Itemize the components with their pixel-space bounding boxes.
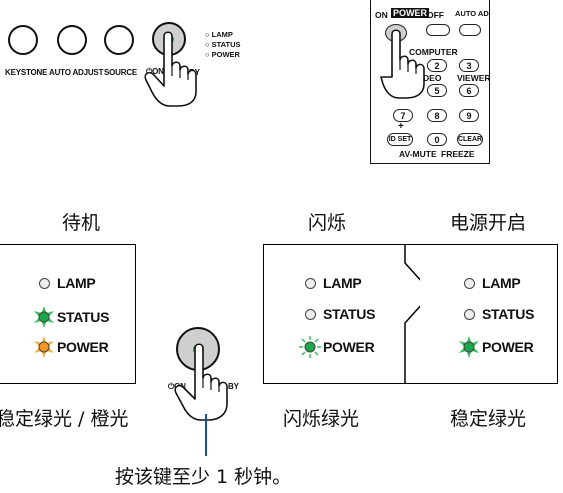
- status-label: STATUS: [323, 306, 376, 322]
- remote-key-8[interactable]: 8: [427, 109, 447, 122]
- remote-key-9[interactable]: 9: [459, 109, 479, 122]
- source-label: SOURCE: [104, 68, 138, 77]
- remote-plus-label: +: [398, 121, 404, 132]
- blinking-lamp-row: LAMP: [305, 275, 362, 291]
- leader-line: [205, 414, 207, 456]
- remote-power-label: POWER: [391, 8, 430, 18]
- standby-status-row: STATUS: [34, 306, 110, 328]
- remote-viewer-label: VIEWER: [457, 73, 490, 83]
- keystone-label: KEYSTONE: [5, 68, 48, 77]
- power-label: POWER: [57, 339, 109, 355]
- remote-id-set-button[interactable]: ID SET: [387, 133, 413, 146]
- green-glow-icon: [459, 336, 479, 358]
- status-dot: [305, 308, 316, 320]
- auto-adjust-button[interactable]: [57, 25, 87, 55]
- indicator-dot: ○: [205, 40, 210, 49]
- blinking-indicator-panel: LAMP STATUS POWER: [263, 244, 422, 384]
- source-button[interactable]: [104, 25, 134, 55]
- poweron-status-row: STATUS: [464, 306, 534, 322]
- remote-key-2[interactable]: 2: [427, 59, 447, 72]
- state-title-standby: 待机: [62, 212, 101, 234]
- status-label: STATUS: [57, 309, 110, 325]
- status-dot: [464, 308, 475, 320]
- blinking-green-icon: [299, 336, 321, 358]
- remote-key-0[interactable]: 0: [427, 133, 447, 146]
- remote-key-6[interactable]: 6: [459, 84, 479, 97]
- blinking-power-row: POWER: [299, 336, 375, 358]
- power-label: POWER: [482, 339, 534, 355]
- remote-off-button[interactable]: [426, 24, 450, 36]
- remote-key-7[interactable]: 7: [393, 109, 413, 122]
- keystone-button[interactable]: [8, 25, 38, 55]
- indicator-list: ○ LAMP ○ STATUS ○ POWER: [205, 30, 241, 60]
- state-title-blinking: 闪烁: [308, 212, 347, 234]
- indicator-dot: ○: [205, 50, 210, 59]
- state-title-power-on: 电源开启: [450, 212, 527, 234]
- center-standby-label: BY: [228, 382, 239, 391]
- indicator-lamp: ○ LAMP: [205, 30, 241, 40]
- standby-indicator-panel: LAMP STATUS POWER: [0, 244, 136, 384]
- poweron-lamp-row: LAMP: [464, 275, 521, 291]
- projector-control-panel: KEYSTONE AUTO ADJUST SOURCE ⏻ON BY ○ LAM…: [0, 0, 270, 107]
- orange-glow-icon: [34, 336, 54, 358]
- hand-pointer-icon: [144, 31, 197, 107]
- remote-on-label: ON: [375, 10, 388, 20]
- power-symbol-icon: ⏻: [146, 67, 153, 76]
- green-glow-icon: [34, 306, 54, 328]
- remote-computer-label: COMPUTER: [409, 47, 458, 57]
- auto-adjust-label: AUTO ADJUST: [49, 68, 104, 77]
- remote-av-mute-label: AV-MUTE: [399, 149, 437, 159]
- standby-lamp-row: LAMP: [39, 275, 96, 291]
- indicator-status: ○ STATUS: [205, 40, 241, 50]
- remote-key-3[interactable]: 3: [459, 59, 479, 72]
- power-label: ⏻ON: [146, 67, 164, 77]
- status-label: STATUS: [482, 306, 535, 322]
- remote-auto-adj-label: AUTO ADJ.: [455, 9, 489, 18]
- remote-auto-adj-button[interactable]: [459, 24, 481, 36]
- indicator-status-label: STATUS: [211, 40, 241, 49]
- remote-hand-pointer-icon: [380, 29, 425, 99]
- lamp-label: LAMP: [57, 275, 96, 291]
- power-label-on: ON: [152, 67, 164, 76]
- power-on-indicator-panel: LAMP STATUS POWER: [420, 244, 558, 384]
- remote-clear-button[interactable]: CLEAR: [457, 133, 483, 146]
- power-label: POWER: [323, 339, 375, 355]
- state-caption-power-on: 稳定绿光: [450, 408, 527, 430]
- blinking-status-row: STATUS: [305, 306, 375, 322]
- lamp-dot: [464, 277, 475, 289]
- poweron-power-row: POWER: [459, 336, 534, 358]
- lamp-label: LAMP: [323, 275, 362, 291]
- state-caption-standby: 稳定绿光 / 橙光: [0, 408, 129, 430]
- remote-key-5[interactable]: 5: [427, 84, 447, 97]
- lamp-dot: [39, 277, 50, 289]
- state-caption-blinking: 闪烁绿光: [283, 408, 360, 430]
- center-hand-pointer-icon: [174, 343, 228, 421]
- lamp-label: LAMP: [482, 275, 521, 291]
- indicator-dot: ○: [205, 30, 210, 39]
- lamp-dot: [305, 277, 316, 289]
- indicator-power-label: POWER: [211, 50, 240, 59]
- indicator-power: ○ POWER: [205, 50, 241, 60]
- remote-freeze-label: FREEZE: [441, 149, 475, 159]
- instruction-text: 按该键至少 1 秒钟。: [115, 466, 292, 488]
- power-symbol-icon: ⏻: [168, 382, 175, 391]
- indicator-lamp-label: LAMP: [211, 30, 233, 39]
- remote-control: ON POWER OFF AUTO ADJ. COMPUTER 2 3 VIDE…: [370, 0, 490, 164]
- remote-video-label: VIDEO: [415, 73, 442, 83]
- standby-power-row: POWER: [34, 336, 109, 358]
- remote-off-label: OFF: [427, 10, 444, 20]
